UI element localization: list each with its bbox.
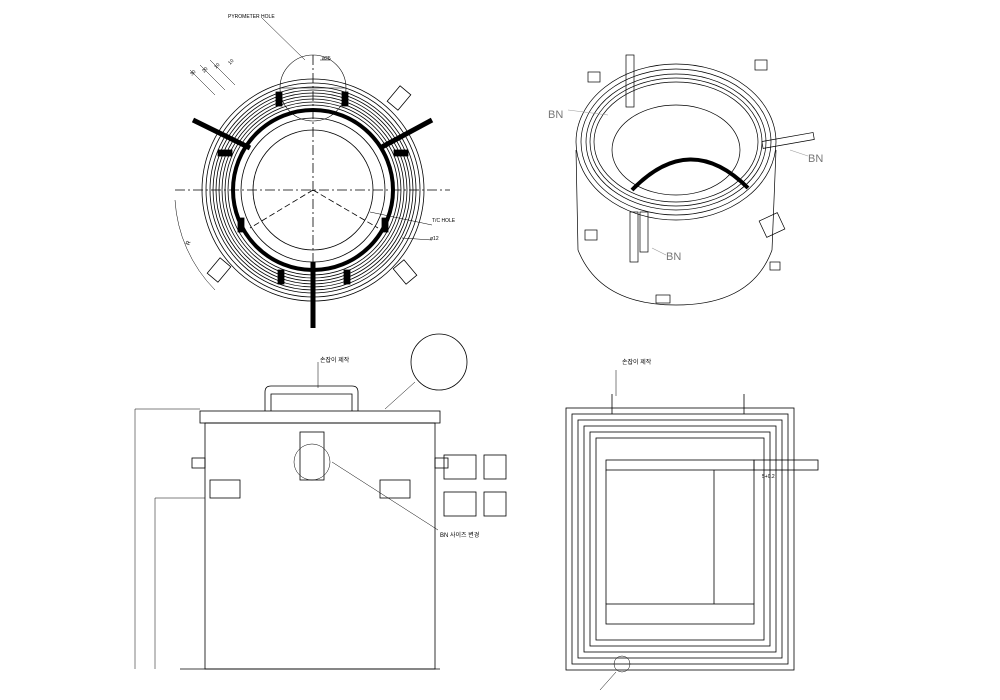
plan-view [174,17,450,328]
bn-size-change-label: BN 사이즈 변경 [440,531,479,539]
pyrometer-diameter-label: ø25 [322,56,331,62]
bn-label-bottom: BN [666,251,681,263]
bn-label-left: BN [548,109,563,121]
radius-mark-label: R [185,239,192,246]
handle-label-right: 손잡이 제작 [622,358,652,366]
dimension-a-label: 30 [189,69,197,77]
dimension-small-label: 5+0.2 [762,474,775,480]
dimension-c-label: 10 [213,62,221,70]
pyrometer-hole-label: PYROMETER HOLE [228,14,275,20]
section-view [565,370,819,691]
tc-hole-label: T/C HOLE [432,218,456,224]
bn-label-right: BN [808,153,823,165]
tc-diameter-label: ø12 [430,236,439,242]
handle-label-left: 손잡이 제작 [320,356,350,364]
dimension-d-label: 10 [227,58,235,66]
dimension-b-label: 20 [201,66,209,74]
front-view [134,333,507,670]
isometric-view [575,54,815,306]
